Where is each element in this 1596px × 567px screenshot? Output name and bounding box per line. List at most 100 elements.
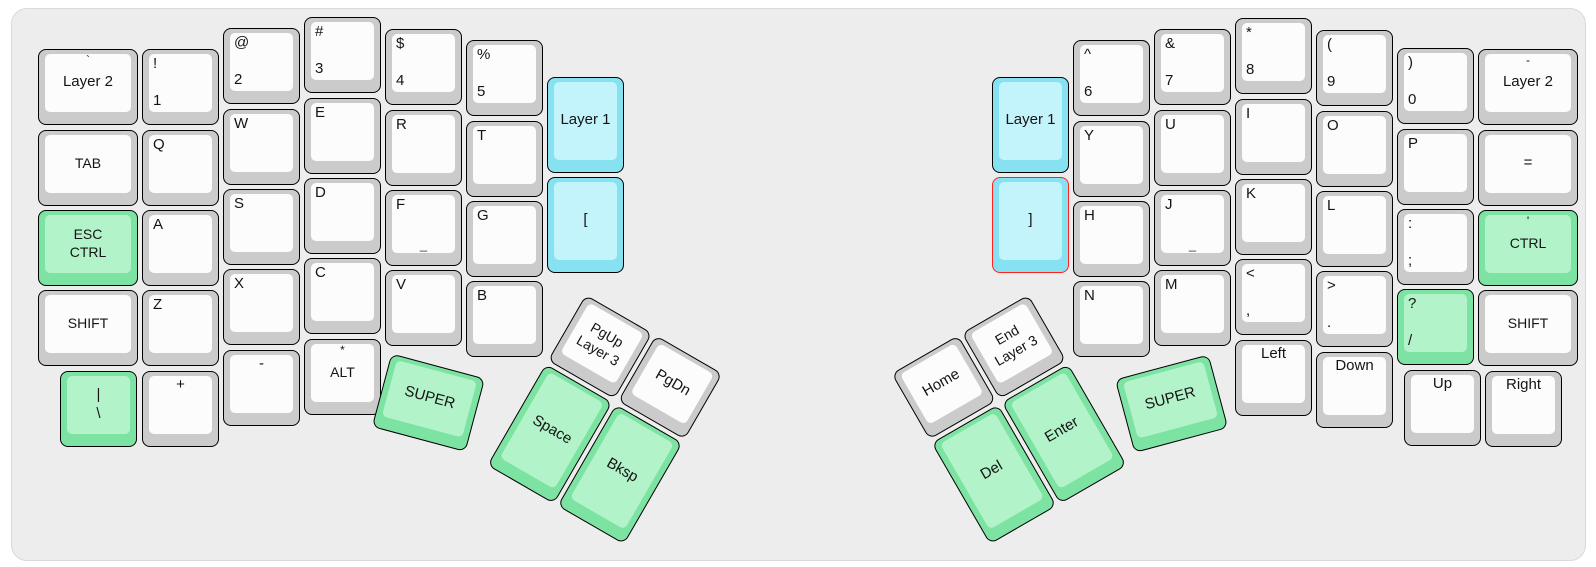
keycap-arrow-down[interactable]: Down (1316, 352, 1393, 428)
keycap-c[interactable]: C (304, 258, 381, 334)
keycap-j[interactable]: J_ (1154, 190, 1231, 266)
keycap-k[interactable]: K (1235, 179, 1312, 255)
keycap-l[interactable]: L (1316, 191, 1393, 267)
key-e[interactable]: E (302, 96, 383, 176)
key-esc-ctrl[interactable]: ESC CTRL (36, 208, 140, 288)
key-amp-7[interactable]: &7 (1152, 27, 1233, 107)
keycap-arrow-right[interactable]: Right (1485, 371, 1562, 447)
key-f[interactable]: F_ (383, 188, 464, 268)
key-m[interactable]: M (1152, 268, 1233, 348)
keycap-hash-3[interactable]: #3 (304, 17, 381, 93)
keycap-esc-ctrl[interactable]: ESC CTRL (38, 210, 138, 286)
keycap-shift-left[interactable]: SHIFT (38, 290, 138, 366)
key-y[interactable]: Y (1071, 119, 1152, 199)
key-q[interactable]: Q (140, 128, 221, 208)
key-paren-0[interactable]: )0 (1395, 46, 1476, 126)
keycap-n[interactable]: N (1073, 281, 1150, 357)
keycap-y[interactable]: Y (1073, 121, 1150, 197)
key-layer1-right[interactable]: Layer 1 (990, 75, 1071, 175)
key-tab[interactable]: TAB (36, 128, 140, 208)
key-z[interactable]: Z (140, 288, 221, 368)
key-c[interactable]: C (302, 256, 383, 336)
key-lt-comma[interactable]: <, (1233, 257, 1314, 337)
key-w[interactable]: W (221, 107, 302, 187)
key-star-alt[interactable]: *ALT (302, 337, 383, 417)
keycap-pipe-backslash[interactable]: | \ (60, 371, 137, 447)
key-arrow-right[interactable]: Right (1483, 369, 1564, 449)
keycap-star-alt[interactable]: *ALT (304, 339, 381, 415)
key-g[interactable]: G (464, 199, 545, 279)
keycap-quote-ctrl[interactable]: 'CTRL (1478, 210, 1578, 286)
keycap-m[interactable]: M (1154, 270, 1231, 346)
key-grave-layer2[interactable]: `Layer 2 (36, 47, 140, 127)
keycap-z[interactable]: Z (142, 290, 219, 366)
key-b[interactable]: B (464, 279, 545, 359)
keycap-colon-semicolon[interactable]: :; (1397, 209, 1474, 285)
keycap-s[interactable]: S (223, 189, 300, 265)
keycap-dollar-4[interactable]: $4 (385, 29, 462, 105)
keycap-t[interactable]: T (466, 121, 543, 197)
keycap-equals[interactable]: = (1478, 130, 1578, 206)
key-pct-5[interactable]: %5 (464, 38, 545, 118)
key-colon-semicolon[interactable]: :; (1395, 207, 1476, 287)
key-shift-right[interactable]: SHIFT (1476, 288, 1580, 368)
key-caret-6[interactable]: ^6 (1071, 38, 1152, 118)
key-u[interactable]: U (1152, 108, 1233, 188)
key-i[interactable]: I (1233, 97, 1314, 177)
key-layer1-left[interactable]: Layer 1 (545, 75, 626, 175)
keycap-plus[interactable]: + (142, 371, 219, 447)
key-question-slash[interactable]: ?/ (1395, 287, 1476, 367)
keycap-a[interactable]: A (142, 210, 219, 286)
key-hash-3[interactable]: #3 (302, 15, 383, 95)
key-at-2[interactable]: @2 (221, 26, 302, 106)
keycap-d[interactable]: D (304, 178, 381, 254)
key-excl-1[interactable]: !1 (140, 47, 221, 127)
key-d[interactable]: D (302, 176, 383, 256)
keycap-amp-7[interactable]: &7 (1154, 29, 1231, 105)
key-n[interactable]: N (1071, 279, 1152, 359)
key-h[interactable]: H (1071, 199, 1152, 279)
keycap-arrow-left[interactable]: Left (1235, 340, 1312, 416)
keycap-v[interactable]: V (385, 270, 462, 346)
key-r[interactable]: R (383, 108, 464, 188)
key-star-8[interactable]: *8 (1233, 16, 1314, 96)
keycap-x[interactable]: X (223, 269, 300, 345)
key-a[interactable]: A (140, 208, 221, 288)
keycap-g[interactable]: G (466, 201, 543, 277)
keycap-i[interactable]: I (1235, 99, 1312, 175)
keycap-f[interactable]: F_ (385, 190, 462, 266)
keycap-b[interactable]: B (466, 281, 543, 357)
key-dash-layer2[interactable]: -Layer 2 (1476, 47, 1580, 127)
key-s[interactable]: S (221, 187, 302, 267)
keycap-lbracket[interactable]: [ (547, 177, 624, 273)
key-rbracket[interactable]: ] (990, 175, 1071, 275)
keycap-star-8[interactable]: *8 (1235, 18, 1312, 94)
keycap-p[interactable]: P (1397, 129, 1474, 205)
key-x[interactable]: X (221, 267, 302, 347)
keycap-e[interactable]: E (304, 98, 381, 174)
keycap-minus[interactable]: - (223, 350, 300, 426)
key-dollar-4[interactable]: $4 (383, 27, 464, 107)
keycap-shift-right[interactable]: SHIFT (1478, 290, 1578, 366)
key-shift-left[interactable]: SHIFT (36, 288, 140, 368)
key-arrow-down[interactable]: Down (1314, 350, 1395, 430)
keycap-r[interactable]: R (385, 110, 462, 186)
key-v[interactable]: V (383, 268, 464, 348)
key-arrow-left[interactable]: Left (1233, 338, 1314, 418)
key-pipe-backslash[interactable]: | \ (58, 369, 139, 449)
keycap-layer1-right[interactable]: Layer 1 (992, 77, 1069, 173)
key-equals[interactable]: = (1476, 128, 1580, 208)
key-k[interactable]: K (1233, 177, 1314, 257)
key-gt-period[interactable]: >. (1314, 269, 1395, 349)
keycap-tab[interactable]: TAB (38, 130, 138, 206)
key-o[interactable]: O (1314, 109, 1395, 189)
keycap-question-slash[interactable]: ?/ (1397, 289, 1474, 365)
key-lbracket[interactable]: [ (545, 175, 626, 275)
keycap-paren-0[interactable]: )0 (1397, 48, 1474, 124)
keycap-lt-comma[interactable]: <, (1235, 259, 1312, 335)
key-plus[interactable]: + (140, 369, 221, 449)
key-l[interactable]: L (1314, 189, 1395, 269)
keycap-pct-5[interactable]: %5 (466, 40, 543, 116)
keycap-gt-period[interactable]: >. (1316, 271, 1393, 347)
key-j[interactable]: J_ (1152, 188, 1233, 268)
